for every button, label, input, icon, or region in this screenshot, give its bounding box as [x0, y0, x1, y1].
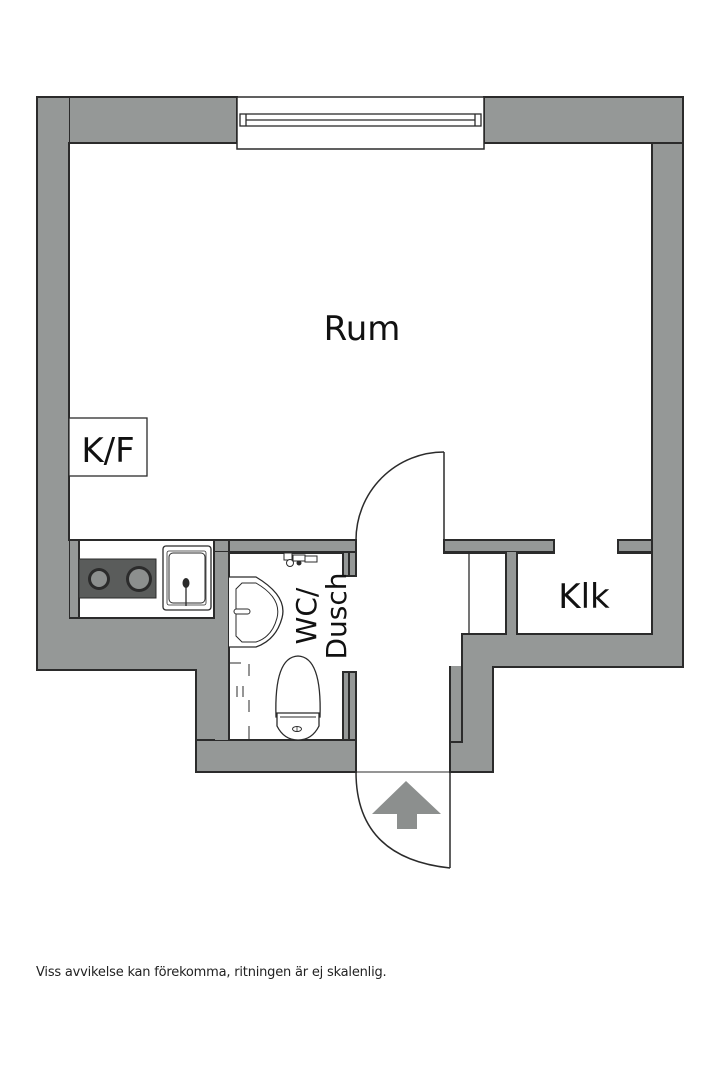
toilet-icon	[275, 655, 321, 741]
room-label-wc-line2: Dusch	[320, 572, 353, 659]
room-label-klk: Klk	[558, 577, 610, 617]
shower-mixer-icon	[283, 552, 318, 567]
bathroom-sink-icon	[229, 576, 284, 648]
stove-icon	[78, 558, 157, 599]
window	[236, 96, 485, 150]
entrance-arrow-icon	[372, 781, 441, 829]
entrance-door	[355, 771, 451, 869]
room-label-kf: K/F	[81, 431, 134, 471]
disclaimer-text: Viss avvikelse kan förekomma, ritningen …	[36, 965, 387, 980]
interior-door	[355, 451, 445, 541]
room-label-wc-line1: WC/	[290, 587, 323, 644]
room-label-rum: Rum	[324, 309, 401, 349]
kitchen-sink-icon	[162, 545, 212, 611]
shower-curtain	[229, 662, 250, 740]
kf-label-box	[68, 417, 148, 477]
